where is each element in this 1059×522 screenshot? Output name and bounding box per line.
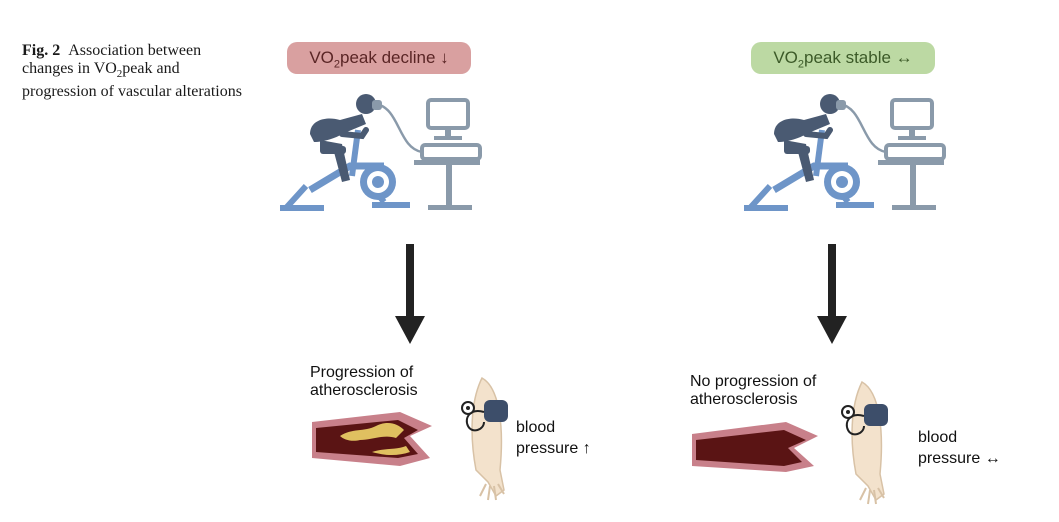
badge-prefix: VO bbox=[773, 48, 798, 67]
caption-text-1: Association between changes in VO bbox=[22, 42, 202, 77]
figure-caption: Fig. 2 Association between changes in VO… bbox=[22, 42, 252, 101]
left-down-arrow-head bbox=[395, 316, 425, 344]
left-outcome-line2: atherosclerosis bbox=[310, 382, 418, 399]
right-bp-line2: pressure ↔ bbox=[918, 450, 1001, 467]
right-arm-bp-cuff-icon bbox=[841, 381, 889, 505]
right-cycling-ergometer-icon bbox=[744, 94, 944, 211]
vo2peak-stable-badge: VO2peak stable ↔ bbox=[751, 42, 935, 74]
vo2peak-decline-badge: VO2peak decline ↓ bbox=[287, 42, 471, 74]
badge-subscript: 2 bbox=[333, 58, 340, 71]
right-outcome-line1: No progression of bbox=[690, 373, 817, 390]
left-arm-bp-cuff-icon bbox=[461, 377, 509, 501]
badge-prefix: VO bbox=[309, 48, 334, 67]
figure-label: Fig. 2 bbox=[22, 42, 61, 59]
badge-suffix: peak decline ↓ bbox=[340, 48, 449, 67]
left-cycling-ergometer-icon bbox=[280, 94, 480, 211]
right-outcome-line2: atherosclerosis bbox=[690, 391, 798, 408]
caption-text-2: peak and progression of vascular alterat… bbox=[22, 60, 242, 101]
badge-suffix: peak stable ↔ bbox=[804, 48, 913, 67]
left-artery-icon bbox=[312, 412, 432, 466]
badge-subscript: 2 bbox=[797, 58, 804, 71]
caption-subscript: 2 bbox=[116, 68, 123, 81]
left-outcome-line1: Progression of bbox=[310, 364, 414, 381]
right-down-arrow-head bbox=[817, 316, 847, 344]
left-bp-line1: blood bbox=[516, 419, 555, 436]
right-artery-icon bbox=[692, 422, 818, 472]
right-bp-line1: blood bbox=[918, 429, 957, 446]
left-bp-line2: pressure ↑ bbox=[516, 440, 591, 457]
